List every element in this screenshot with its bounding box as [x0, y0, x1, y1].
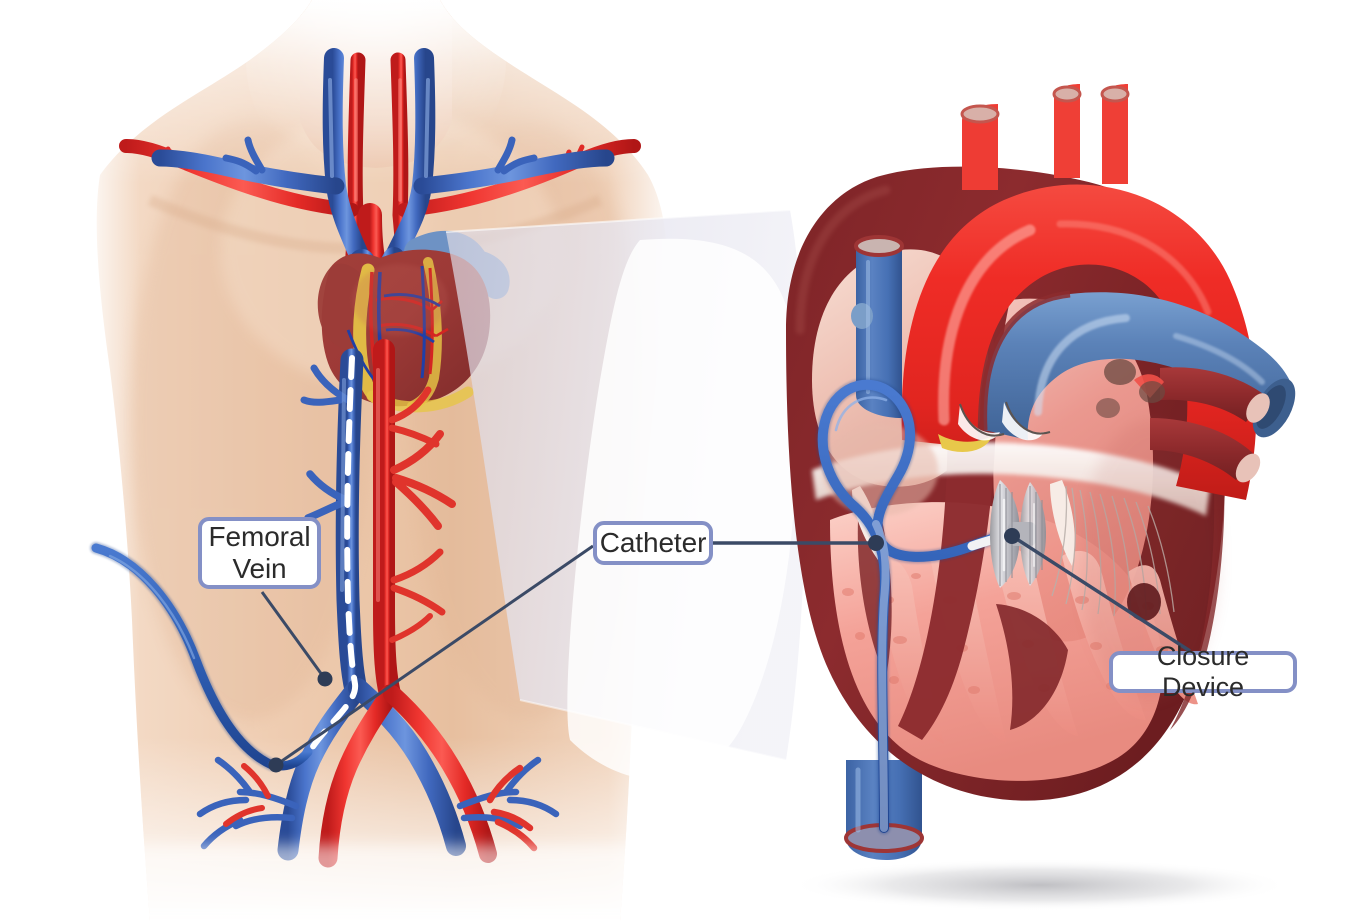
magnification-cone: [445, 209, 807, 780]
leader-catheter-torso: [275, 544, 594, 767]
torso-iliac-vessels: [196, 678, 560, 868]
leader-dot-femoral-vein: [317, 671, 333, 687]
leader-dot-catheter-heart: [868, 535, 884, 551]
pulmonary-veins: [1134, 367, 1270, 483]
leader-closure-device: [1011, 534, 1191, 653]
label-femoral-vein[interactable]: Femoral Vein: [198, 517, 321, 589]
superior-vena-cava: [851, 235, 904, 418]
pulmonary-artery: [980, 290, 1296, 440]
label-closure-device[interactable]: Closure Device: [1109, 641, 1297, 702]
leader-dot-catheter-torso: [268, 757, 284, 773]
catheter-inside-vein: [309, 355, 359, 751]
aortic-arch: [901, 84, 1257, 501]
aortic-valve: [958, 401, 1051, 441]
leader-lines: [260, 528, 1191, 773]
leader-femoral-vein: [260, 591, 327, 680]
great-vessels: [822, 84, 1296, 516]
external-catheter: [90, 542, 313, 771]
leader-dot-closure-device: [1004, 528, 1020, 544]
label-catheter[interactable]: Catheter: [593, 521, 713, 565]
heart-cross-section-panel: [786, 84, 1296, 911]
